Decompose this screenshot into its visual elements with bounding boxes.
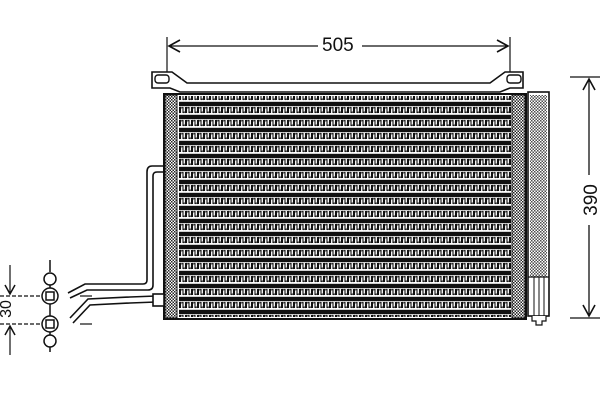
width-dimension-label: 505 (320, 35, 356, 56)
pipe-spacing-label: 30 (0, 298, 17, 320)
fin-core (179, 96, 511, 317)
right-header-tank (511, 94, 526, 319)
condenser-core (163, 93, 527, 320)
receiver-drier (527, 91, 550, 326)
left-header-tank (164, 94, 178, 319)
top-mounting-bracket (151, 71, 524, 93)
pipe-spacing-dimension (0, 265, 42, 355)
width-dimension (166, 37, 511, 80)
height-dimension (570, 76, 600, 319)
height-dimension-label: 390 (580, 182, 600, 218)
refrigerant-pipes (67, 165, 165, 324)
pipe-fittings (41, 260, 92, 352)
